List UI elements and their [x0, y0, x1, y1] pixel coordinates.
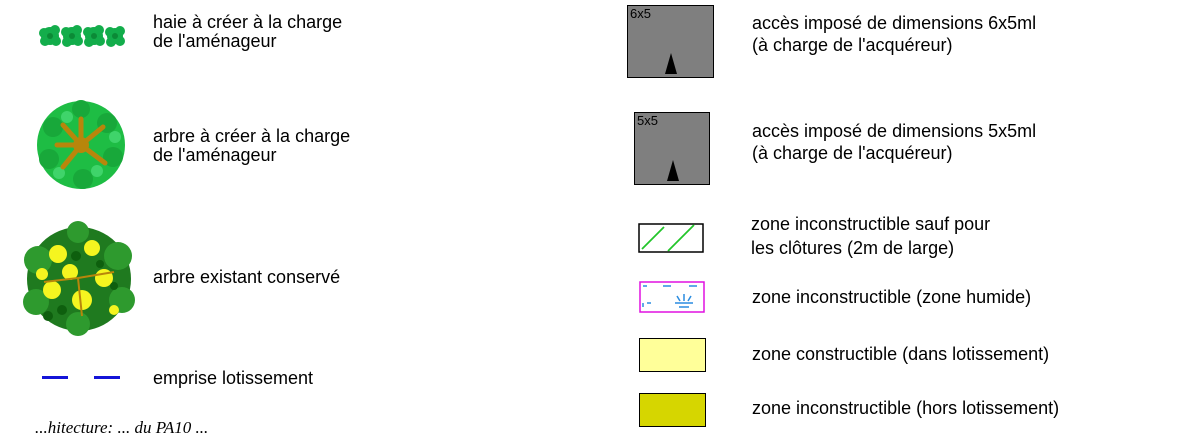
access-5x5-label: accès imposé de dimensions 5x5ml(à charg…: [752, 121, 1037, 163]
access-6x5-label: accès imposé de dimensions 6x5ml(à charg…: [752, 13, 1037, 55]
access-box-6x5-icon: 6x5: [627, 5, 714, 78]
arrow-up-icon: [667, 160, 679, 181]
wet-zone-label: zone inconstructible (zone humide): [752, 287, 1032, 307]
hatched-zone-icon: [638, 223, 704, 253]
olive-zone-label: zone inconstructible (hors lotissement): [752, 398, 1060, 418]
boundary-label: emprise lotissement: [153, 368, 314, 388]
access-box-5x5-icon: 5x5: [634, 112, 710, 185]
olive-zone-icon: [639, 393, 706, 427]
footnote: ...hitecture: ... du PA10 ...: [35, 418, 209, 437]
existing-tree-icon: [23, 221, 135, 336]
yellow-zone-icon: [639, 338, 706, 372]
tree-to-create-icon: [37, 100, 125, 189]
existing-tree-label: arbre existant conservé: [153, 267, 341, 287]
dashed-line-icon: [42, 376, 120, 379]
yellow-zone-label: zone constructible (dans lotissement): [752, 344, 1050, 364]
arrow-up-icon: [665, 53, 677, 74]
access-code-6x5: 6x5: [630, 6, 651, 21]
wet-zone-icon: [639, 281, 705, 313]
access-code-5x5: 5x5: [637, 113, 658, 128]
hedge-icon: [39, 25, 125, 47]
